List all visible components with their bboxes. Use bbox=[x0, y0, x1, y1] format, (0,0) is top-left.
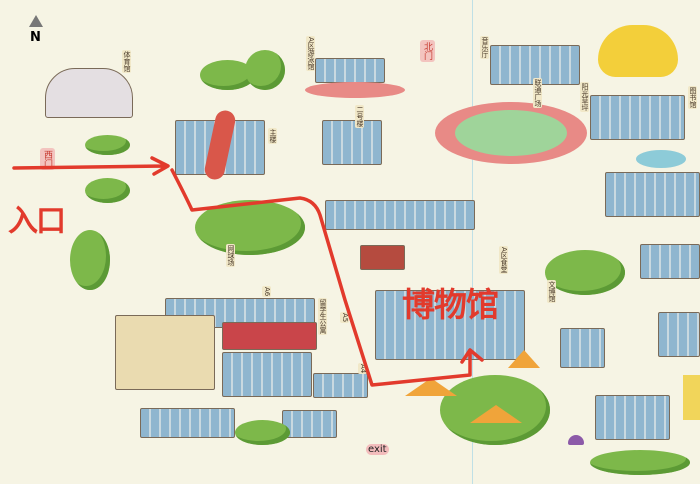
red-roof-building bbox=[222, 322, 317, 350]
dorm-large bbox=[222, 352, 312, 397]
museum-building bbox=[375, 290, 525, 360]
route-path bbox=[12, 156, 484, 387]
label-a4: A4 bbox=[358, 363, 367, 375]
red-building bbox=[360, 245, 405, 270]
label-intl: 留学生公寓 bbox=[318, 298, 327, 335]
tree bbox=[245, 50, 285, 90]
west-compound bbox=[115, 315, 215, 390]
label-lawn: 阳光草坪 bbox=[580, 82, 589, 112]
label-wenbo: 文博馆 bbox=[547, 280, 556, 303]
tree bbox=[235, 420, 290, 445]
small-building bbox=[140, 408, 235, 438]
small-track bbox=[305, 82, 405, 98]
tree bbox=[85, 135, 130, 155]
dorm-a4 bbox=[313, 373, 368, 398]
entrance-annotation: 入口 bbox=[8, 204, 66, 239]
pool-building bbox=[315, 58, 385, 83]
l-building bbox=[560, 328, 605, 368]
pavilion bbox=[470, 405, 522, 423]
label-tennis: 网球场 bbox=[226, 244, 235, 267]
building-2 bbox=[322, 120, 382, 165]
label-a5: A5 bbox=[340, 312, 349, 324]
compass-label: N bbox=[30, 30, 41, 45]
tree bbox=[85, 178, 130, 203]
label-building2: 二号楼 bbox=[355, 105, 364, 128]
yellow-building bbox=[683, 375, 700, 420]
west-gate-label[interactable]: 西门 bbox=[40, 148, 55, 170]
label-main: 主楼 bbox=[268, 128, 277, 144]
mushroom-icon bbox=[568, 435, 584, 445]
north-arrow-icon bbox=[29, 15, 43, 27]
pavilion bbox=[508, 350, 540, 368]
east-building bbox=[605, 172, 700, 217]
gym-building bbox=[45, 68, 133, 118]
exit-label[interactable]: exit bbox=[366, 444, 389, 455]
tree bbox=[590, 450, 690, 475]
south-building bbox=[282, 410, 337, 438]
label-concert: 音乐厅 bbox=[480, 36, 489, 59]
tree bbox=[70, 230, 110, 290]
label-a6: A6 bbox=[262, 286, 271, 298]
cat-sculpture bbox=[598, 25, 678, 77]
canteen-building bbox=[325, 200, 475, 230]
pavilion bbox=[405, 378, 457, 396]
label-gym: 体育馆 bbox=[122, 50, 131, 73]
football-field bbox=[455, 110, 567, 156]
north-gate-label[interactable]: 北门 bbox=[420, 40, 435, 62]
tree bbox=[545, 250, 625, 295]
right-edge-building bbox=[658, 312, 700, 357]
museum-annotation: 博物馆 bbox=[402, 285, 499, 324]
library-building bbox=[590, 95, 685, 140]
east-building-2 bbox=[640, 244, 700, 279]
fountain bbox=[636, 150, 686, 168]
l-building-wing bbox=[595, 395, 670, 440]
label-plaza: 联通广场 bbox=[533, 78, 542, 108]
label-pool: A区游泳馆 bbox=[306, 36, 315, 71]
divider-line bbox=[472, 0, 473, 484]
label-canteen: A区食堂 bbox=[499, 246, 508, 274]
label-library: 图书馆 bbox=[688, 86, 697, 109]
